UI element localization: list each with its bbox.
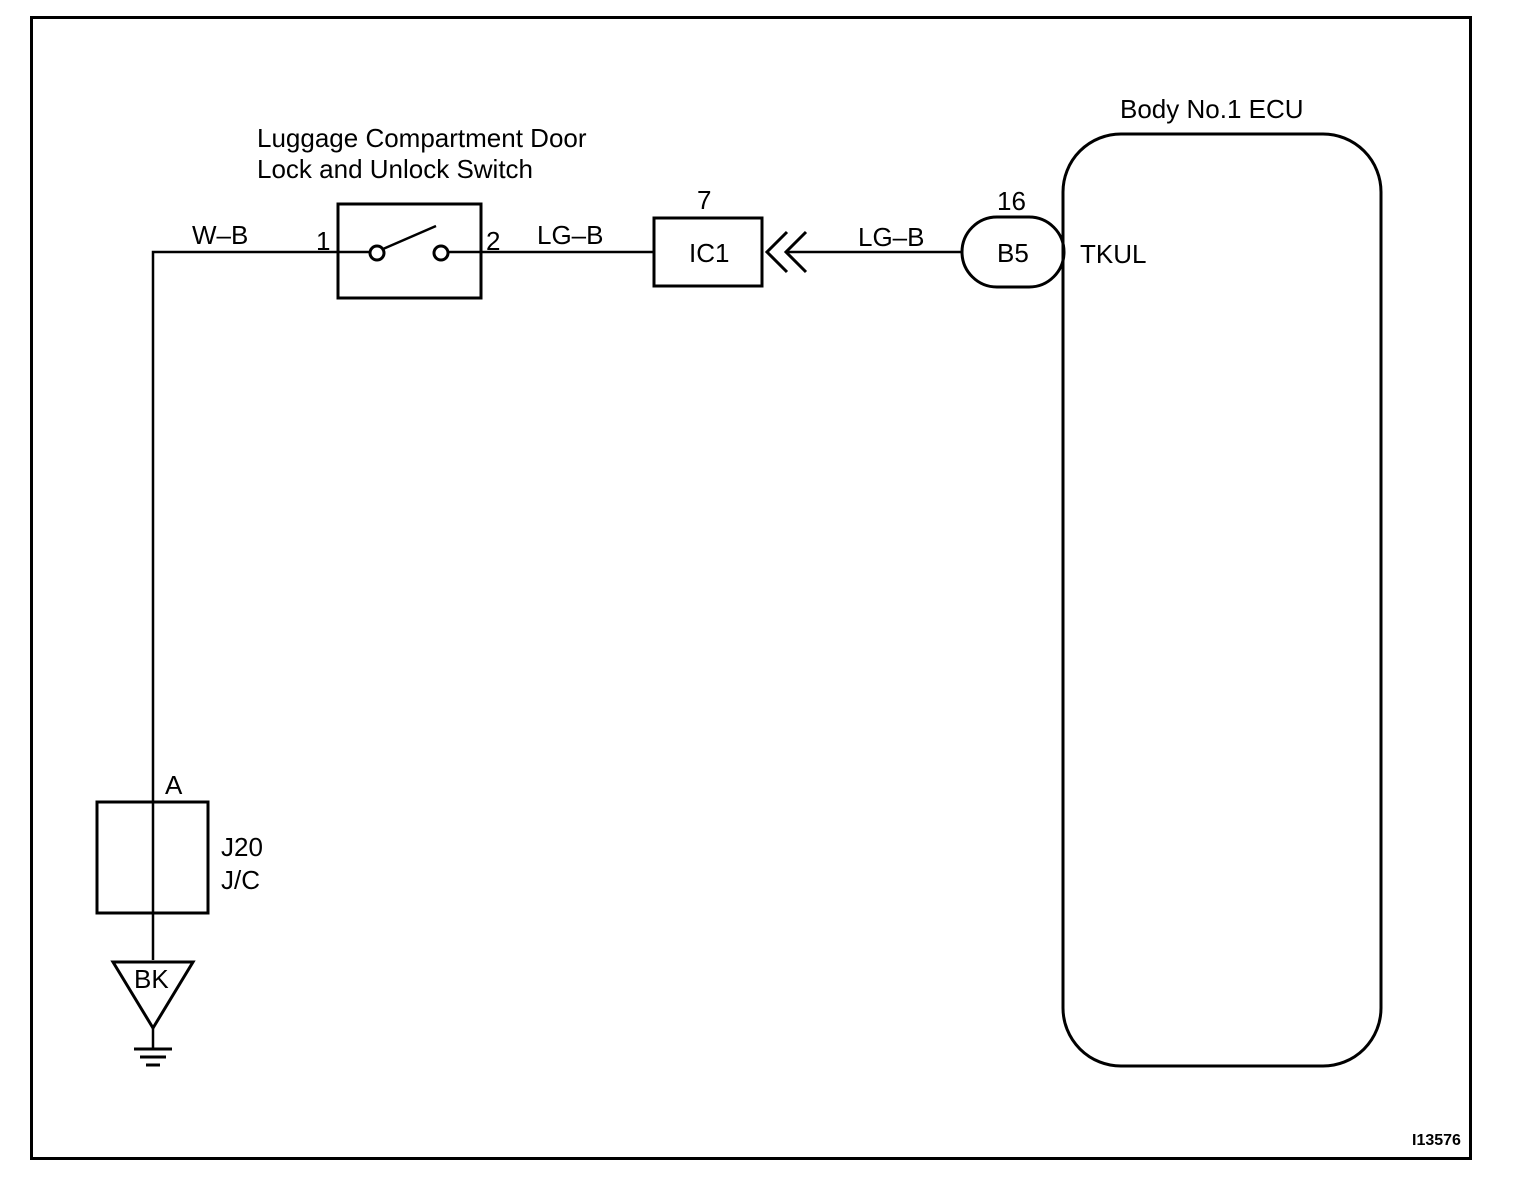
switch-contact-right xyxy=(432,244,450,262)
switch-title-line2: Lock and Unlock Switch xyxy=(257,154,534,184)
wire-w-b xyxy=(151,250,338,960)
connector-ic1-box xyxy=(652,216,764,288)
junction-box xyxy=(95,800,210,915)
connector-b5-pin: 16 xyxy=(997,186,1026,216)
switch-pin-1: 1 xyxy=(316,226,331,256)
switch-blade xyxy=(382,224,437,251)
connector-chevron-1 xyxy=(764,230,789,274)
junction-name-line2: J/C xyxy=(221,865,260,895)
ground-triangle xyxy=(110,960,196,1031)
connector-b5-label: B5 xyxy=(997,238,1029,268)
ground-label-bk: BK xyxy=(134,964,169,994)
ecu-body xyxy=(1061,132,1383,1068)
connector-ic1-pin: 7 xyxy=(697,185,712,215)
junction-name-line1: J20 xyxy=(221,832,263,862)
switch-pin-2: 2 xyxy=(486,226,501,256)
connector-ic1-label: IC1 xyxy=(689,238,730,268)
switch-title-line1: Luggage Compartment Door xyxy=(257,123,587,153)
wire-label-w-b: W–B xyxy=(192,220,249,250)
diagram-frame xyxy=(30,16,1472,1160)
wire-label-lg-b-1: LG–B xyxy=(537,220,604,250)
junction-pin-a: A xyxy=(165,770,183,800)
switch-contact-left xyxy=(368,244,386,262)
ecu-terminal-tkul: TKUL xyxy=(1080,239,1147,269)
figure-id: I13576 xyxy=(1412,1132,1461,1149)
ecu-title: Body No.1 ECU xyxy=(1120,94,1304,124)
wire-label-lg-b-2: LG–B xyxy=(858,222,925,252)
